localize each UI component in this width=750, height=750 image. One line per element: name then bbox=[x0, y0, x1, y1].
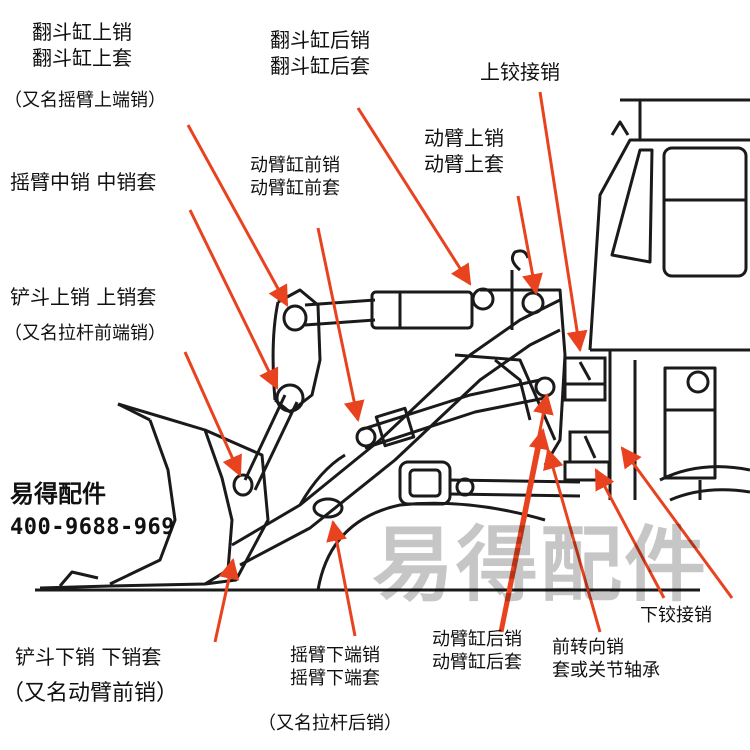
hinge-blocks bbox=[563, 356, 612, 482]
label-line: 摇臂下端套 bbox=[290, 668, 380, 690]
label-front-steering-pin: 前转向销 套或关节轴承 bbox=[552, 636, 660, 682]
bucket-outline bbox=[39, 402, 270, 590]
label-line: 动臂缸前套 bbox=[250, 178, 340, 200]
label-rocker-mid-pin: 摇臂中销 中销套 bbox=[10, 170, 156, 196]
arrow-dump-cylinder-rear bbox=[356, 107, 472, 286]
label-rocker-lower-pin: 摇臂下端销 摇臂下端套 bbox=[290, 644, 380, 690]
label-boom-cylinder-front-pin: 动臂缸前销 动臂缸前套 bbox=[250, 154, 340, 200]
arrow-rocker-lower bbox=[326, 519, 357, 637]
watermark: 易得配件 bbox=[372, 518, 709, 613]
label-line: （又名动臂前销） bbox=[2, 681, 179, 706]
label-line: 动臂上销 bbox=[424, 126, 504, 150]
label-line: （又名拉杆前端销） bbox=[4, 323, 166, 344]
label-line: 套或关节轴承 bbox=[552, 660, 660, 682]
rear-wheel-outline bbox=[659, 465, 750, 502]
label-line: 动臂缸前销 bbox=[250, 155, 340, 176]
label-line: 翻斗缸后销 bbox=[270, 28, 370, 52]
label-line: 摇臂中销 中销套 bbox=[10, 170, 157, 194]
brand-phone: 400-9688-969 bbox=[10, 515, 175, 540]
label-line: 摇臂下端销 bbox=[290, 645, 380, 666]
label-boom-cylinder-rear-pin: 动臂缸后销 动臂缸后套 bbox=[432, 628, 522, 674]
label-dump-cylinder-upper-pin: 翻斗缸上销 翻斗缸上套 bbox=[32, 20, 132, 71]
arrow-dump-cylinder-upper bbox=[186, 124, 289, 307]
arrow-lower-hinge-2 bbox=[594, 468, 666, 599]
label-dump-cylinder-upper-alias: （又名摇臂上端销） bbox=[4, 89, 166, 112]
label-line: 上铰接销 bbox=[480, 60, 560, 84]
arrow-boom-cylinder-front bbox=[316, 227, 365, 423]
label-rocker-lower-alias: （又名拉杆后销） bbox=[258, 712, 402, 735]
arrow-bucket-lower bbox=[213, 557, 240, 643]
label-lower-hinge-pin: 下铰接销 bbox=[640, 604, 712, 627]
label-line: 翻斗缸上销 bbox=[32, 20, 132, 44]
label-boom-upper-pin: 动臂上销 动臂上套 bbox=[424, 126, 504, 177]
label-line: 铲斗下销 下销套 bbox=[15, 645, 162, 669]
label-bucket-lower-alias: （又名动臂前销） bbox=[2, 680, 178, 708]
arrow-rocker-mid bbox=[188, 209, 279, 390]
arrow-front-steer bbox=[543, 447, 602, 633]
label-line: 动臂缸后销 bbox=[432, 629, 522, 650]
arrow-lower-hinge bbox=[620, 446, 734, 599]
boom-cylinder-outline bbox=[355, 376, 556, 450]
label-bucket-upper-pin: 铲斗上销 上销套 bbox=[10, 285, 156, 311]
cab-outline bbox=[588, 98, 750, 500]
dump-cylinder-outline bbox=[304, 287, 495, 330]
label-bucket-lower-pin: 铲斗下销 下销套 bbox=[15, 645, 161, 671]
label-line: 翻斗缸后套 bbox=[270, 53, 370, 78]
label-line: 前转向销 bbox=[552, 637, 624, 658]
arrow-upper-hinge bbox=[538, 91, 588, 353]
label-bucket-upper-alias: （又名拉杆前端销） bbox=[4, 322, 166, 345]
brand-name: 易得配件 bbox=[10, 480, 106, 508]
front-wheel-outline bbox=[316, 501, 546, 591]
front-frame-outline bbox=[454, 249, 567, 466]
label-line: 动臂上套 bbox=[424, 151, 504, 176]
label-dump-cylinder-rear-pin: 翻斗缸后销 翻斗缸后套 bbox=[270, 28, 370, 79]
label-line: 铲斗上销 上销套 bbox=[10, 285, 157, 309]
rocker-arm-outline bbox=[232, 288, 322, 497]
label-line: （又名拉杆后销） bbox=[258, 713, 402, 734]
arrow-bucket-upper bbox=[183, 351, 242, 477]
boom-arm-outline bbox=[231, 298, 561, 567]
arrow-boom-upper bbox=[516, 195, 543, 296]
arrow-boom-cylinder-rear-2 bbox=[500, 427, 550, 633]
label-line: 翻斗缸上套 bbox=[32, 45, 132, 70]
label-line: （又名摇臂上端销） bbox=[4, 90, 166, 111]
label-line: 动臂缸后套 bbox=[432, 652, 522, 674]
label-line: 下铰接销 bbox=[640, 605, 712, 626]
label-upper-hinge-pin: 上铰接销 bbox=[480, 60, 560, 86]
